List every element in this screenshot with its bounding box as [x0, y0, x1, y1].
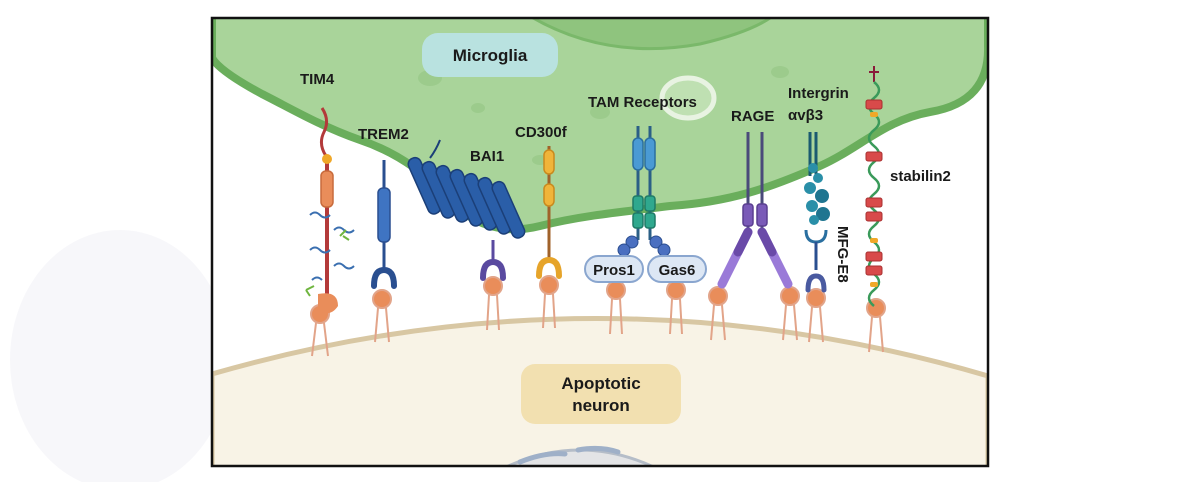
- pros1-ligand: [584, 255, 644, 283]
- rage-receptor: [717, 132, 793, 289]
- vesicle-small-3: [471, 103, 485, 113]
- mfge8-label: MFG-E8: [834, 226, 851, 283]
- integrin-receptor: [804, 132, 830, 293]
- integrin-label-1: Intergrin: [788, 85, 849, 102]
- ps-lipid: [708, 286, 728, 341]
- stabilin2-label: stabilin2: [890, 168, 951, 185]
- microglia-nucleus: [530, 18, 773, 51]
- neuron-nucleus-detail: [517, 445, 621, 465]
- rage-label: RAGE: [731, 108, 774, 125]
- tam-receptors-label: TAM Receptors: [588, 94, 697, 111]
- tim4-label: TIM4: [300, 71, 335, 88]
- apoptotic-neuron-label-1: Apoptotic: [561, 374, 640, 393]
- trem2-receptor: [371, 160, 397, 289]
- diagram-frame: [210, 16, 990, 468]
- ps-lipid: [806, 288, 826, 343]
- ps-lipid: [539, 275, 559, 329]
- microglia-label-box: [422, 33, 558, 77]
- vesicle-small-2: [590, 105, 610, 119]
- ps-lipid: [372, 289, 392, 343]
- vesicle: [659, 75, 717, 121]
- microglia-body: [212, 18, 988, 234]
- cd300f-receptor: [536, 146, 562, 279]
- integrin-label-2: αvβ3: [788, 107, 823, 124]
- vesicle-small-5: [771, 66, 789, 78]
- ps-lipid: [606, 280, 626, 335]
- bai1-receptor: [407, 139, 526, 281]
- tim4-receptor: [305, 107, 355, 314]
- gas6-ligand: [647, 255, 707, 283]
- gas6-label: Gas6: [659, 262, 696, 279]
- tam-receptors: [617, 126, 671, 257]
- ps-lipid: [483, 276, 503, 331]
- bai1-label: BAI1: [470, 148, 504, 165]
- apoptotic-neuron-label-2: neuron: [572, 396, 630, 415]
- cd300f-label: CD300f: [515, 124, 568, 141]
- trem2-label: TREM2: [358, 126, 409, 143]
- microglia-label: Microglia: [453, 46, 528, 65]
- stabilin2-receptor: [865, 66, 883, 307]
- background-shadow: [10, 230, 230, 482]
- pros1-label: Pros1: [593, 262, 635, 279]
- apoptotic-neuron-label-box: [521, 364, 681, 424]
